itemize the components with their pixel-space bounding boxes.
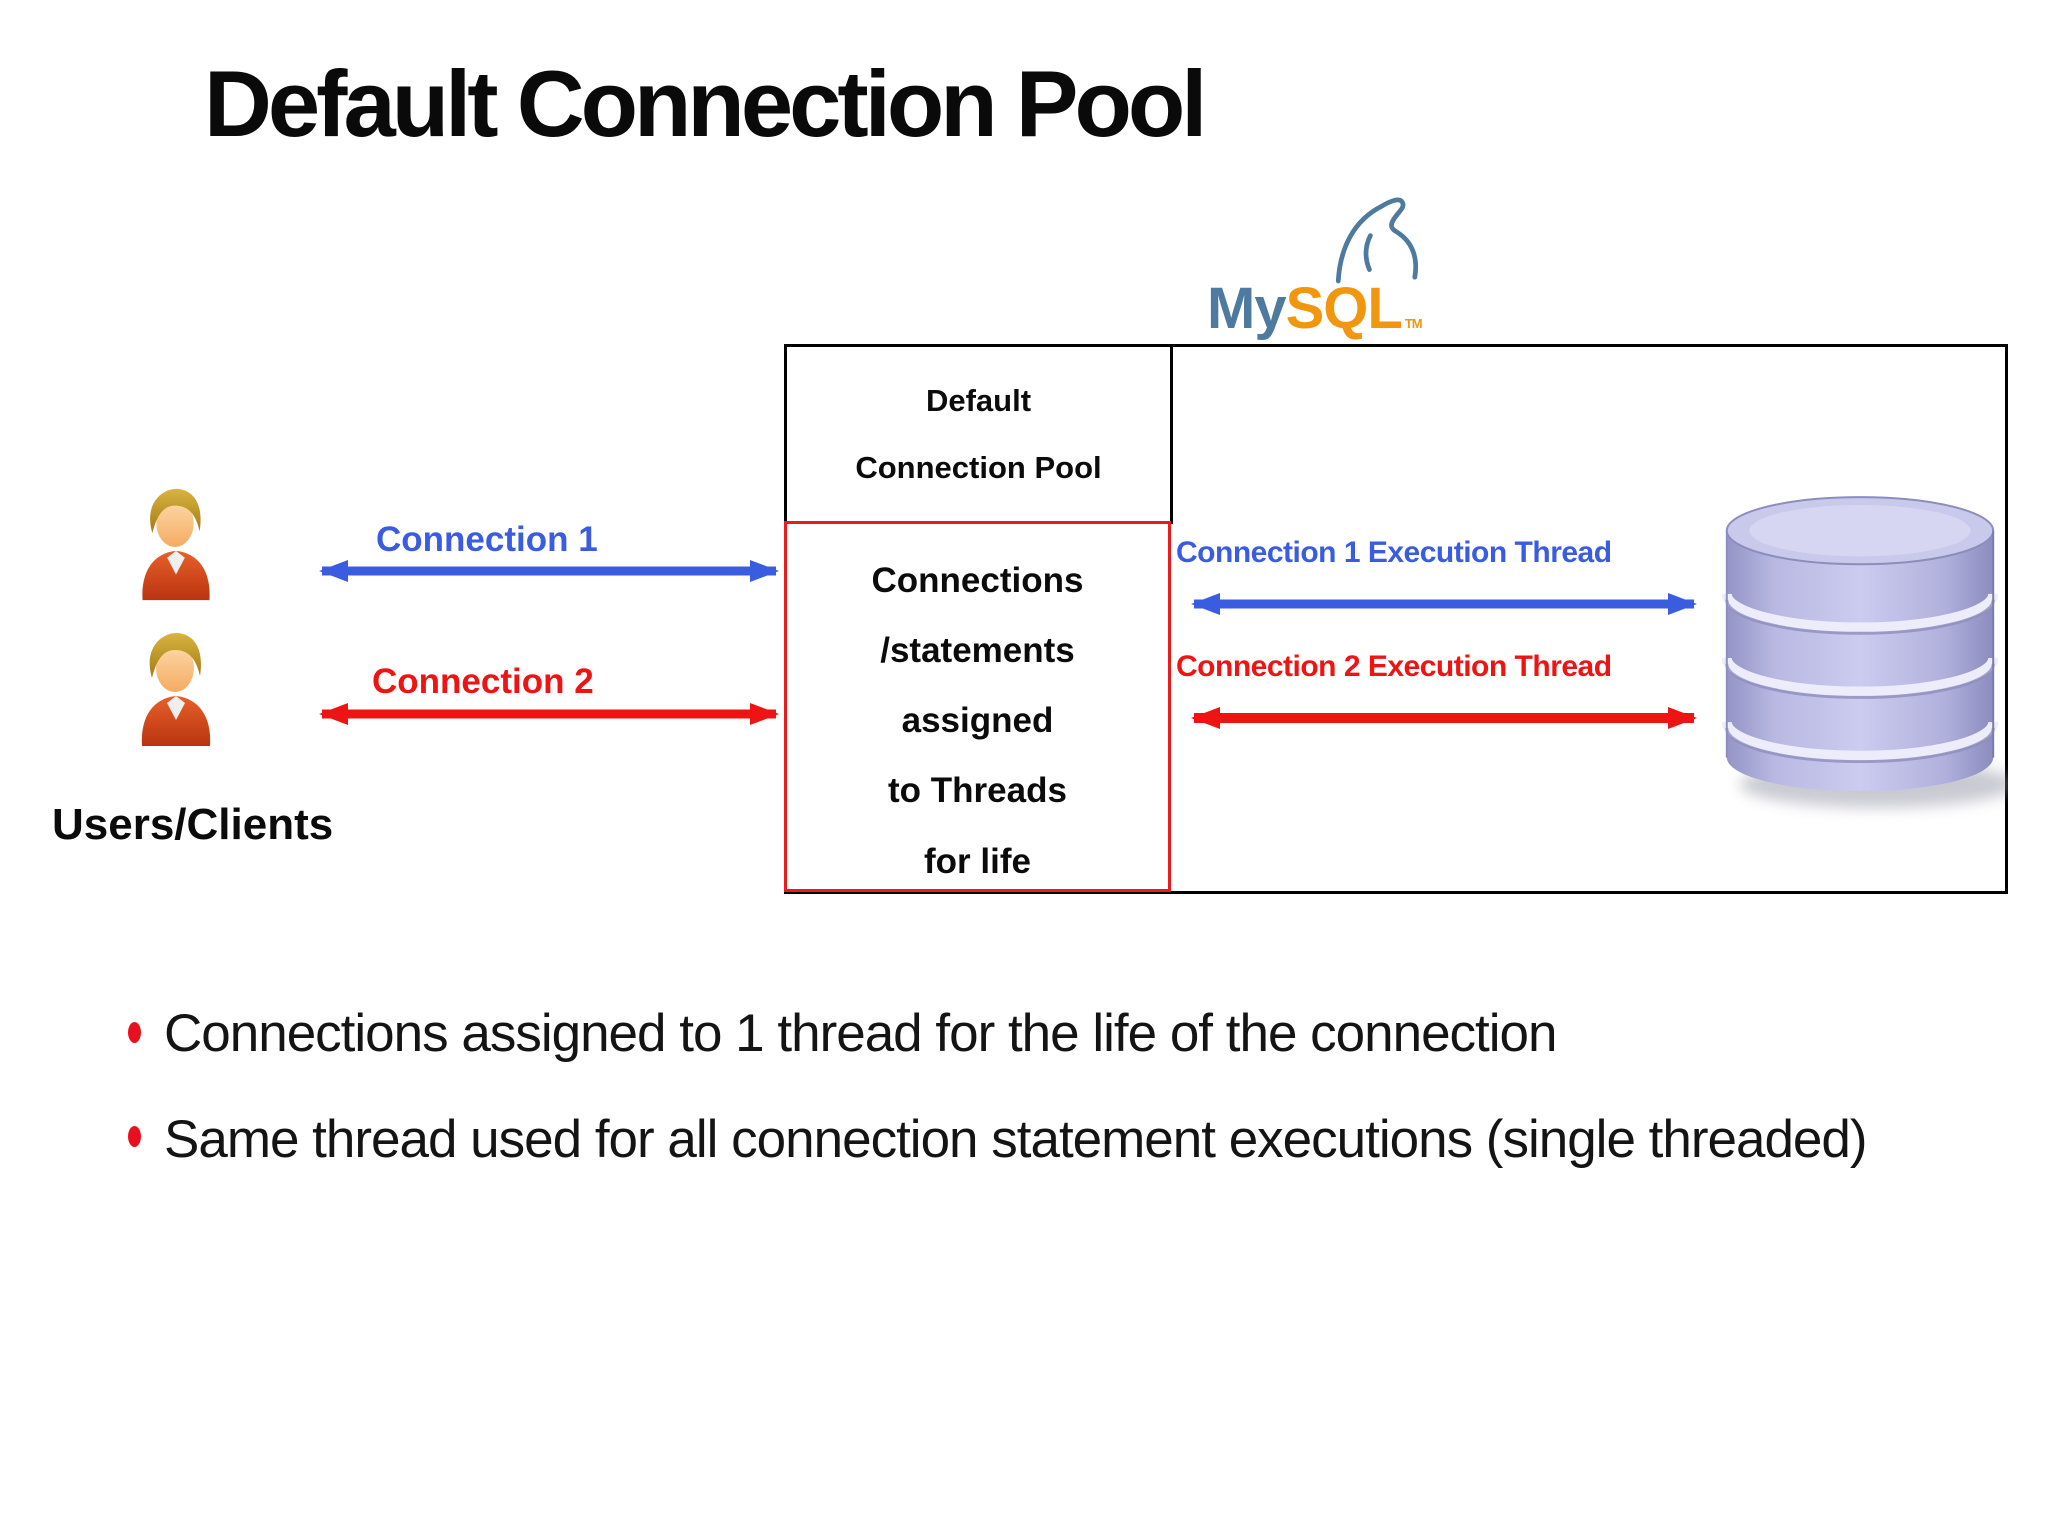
connection-1-label: Connection 1: [376, 520, 598, 559]
bullet-icon: [128, 1126, 141, 1147]
pool-body-line: for life: [924, 841, 1031, 881]
pool-header-line2: Connection Pool: [855, 450, 1102, 485]
slide-title: Default Connection Pool: [204, 51, 1207, 156]
user-icon: [126, 484, 226, 606]
user-icon: [126, 626, 226, 754]
pool-body-line: to Threads: [888, 771, 1067, 811]
pool-body-line: Connections: [871, 561, 1084, 600]
users-clients-label: Users/Clients: [52, 800, 334, 849]
pool-assignment-box: Connections /statements assigned to Thre…: [784, 521, 1171, 892]
mysql-wordmark-sql: SQL: [1285, 276, 1403, 341]
mysql-wordmark-my: My: [1207, 276, 1287, 341]
bullet-point-1: Connections assigned to 1 thread for the…: [164, 1004, 1558, 1063]
connection-2-execution-thread-label: Connection 2 Execution Thread: [1176, 650, 1612, 683]
mysql-trademark: TM: [1404, 316, 1423, 331]
bullet-icon: [128, 1022, 141, 1043]
pool-header-line1: Default: [925, 383, 1032, 418]
connection-1-execution-thread-label: Connection 1 Execution Thread: [1176, 536, 1612, 569]
connection-2-label: Connection 2: [372, 662, 594, 701]
connection-pool-header-box: Default Connection Pool: [784, 344, 1173, 524]
database-icon: [1712, 484, 2008, 824]
pool-body-line: /statements: [880, 631, 1075, 671]
pool-body-line: assigned: [901, 701, 1054, 741]
mysql-dolphin-icon: [1325, 194, 1429, 288]
bullet-point-2: Same thread used for all connection stat…: [164, 1110, 1868, 1169]
